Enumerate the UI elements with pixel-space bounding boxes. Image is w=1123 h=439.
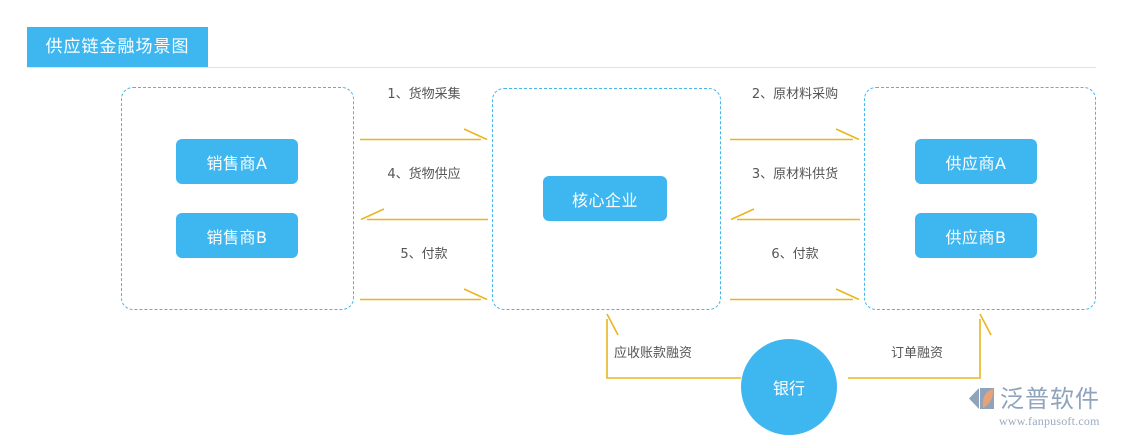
financing-label-order: 订单融资 (891, 346, 944, 361)
page-title-banner: 供应链金融场景图 (27, 27, 208, 67)
flow-label-5: 5、付款 (400, 247, 448, 262)
flow-label-2: 2、原材料采购 (751, 87, 839, 102)
entity-bank[interactable]: 银行 (741, 339, 837, 435)
flow-goods-collection: 1、货物采集 (360, 88, 488, 142)
brand-logo: 泛普软件 www.fanpusoft.com (967, 385, 1115, 433)
logo-row: 泛普软件 (967, 385, 1100, 412)
logo-url: www.fanpusoft.com (999, 414, 1100, 428)
entity-supplier-a[interactable]: 供应商A (915, 139, 1037, 184)
elbow-connector-up-left-icon (606, 313, 741, 379)
entity-supplier-b[interactable]: 供应商B (915, 213, 1037, 258)
financing-label-receivable: 应收账款融资 (614, 346, 693, 361)
fanpu-logo-mark-icon (969, 388, 994, 409)
arrow-right-icon (360, 128, 488, 141)
flow-raw-material-supply: 3、原材料供货 (730, 168, 860, 222)
flow-payment-sellers: 5、付款 (360, 248, 488, 302)
arrow-right-icon (730, 288, 860, 301)
financing-accounts-receivable: 应收账款融资 (596, 313, 748, 391)
arrow-left-icon (360, 208, 488, 221)
flow-label-4: 4、货物供应 (387, 167, 461, 182)
arrow-right-icon (730, 128, 860, 141)
flow-payment-suppliers: 6、付款 (730, 248, 860, 302)
flow-label-6: 6、付款 (771, 247, 819, 262)
group-sellers (121, 87, 354, 310)
elbow-connector-up-right-icon (848, 313, 992, 379)
entity-seller-b[interactable]: 销售商B (176, 213, 298, 258)
entity-core-enterprise[interactable]: 核心企业 (543, 176, 667, 221)
title-divider (27, 67, 1096, 68)
page-title: 供应链金融场景图 (45, 36, 190, 57)
financing-order: 订单融资 (843, 313, 993, 391)
flow-label-1: 1、货物采集 (387, 87, 461, 102)
arrow-left-icon (730, 208, 860, 221)
logo-wordmark: 泛普软件 (1000, 384, 1100, 413)
group-suppliers (864, 87, 1096, 310)
flow-label-3: 3、原材料供货 (751, 167, 839, 182)
flow-raw-material-purchase: 2、原材料采购 (730, 88, 860, 142)
entity-seller-a[interactable]: 销售商A (176, 139, 298, 184)
flow-goods-supply: 4、货物供应 (360, 168, 488, 222)
arrow-right-icon (360, 288, 488, 301)
